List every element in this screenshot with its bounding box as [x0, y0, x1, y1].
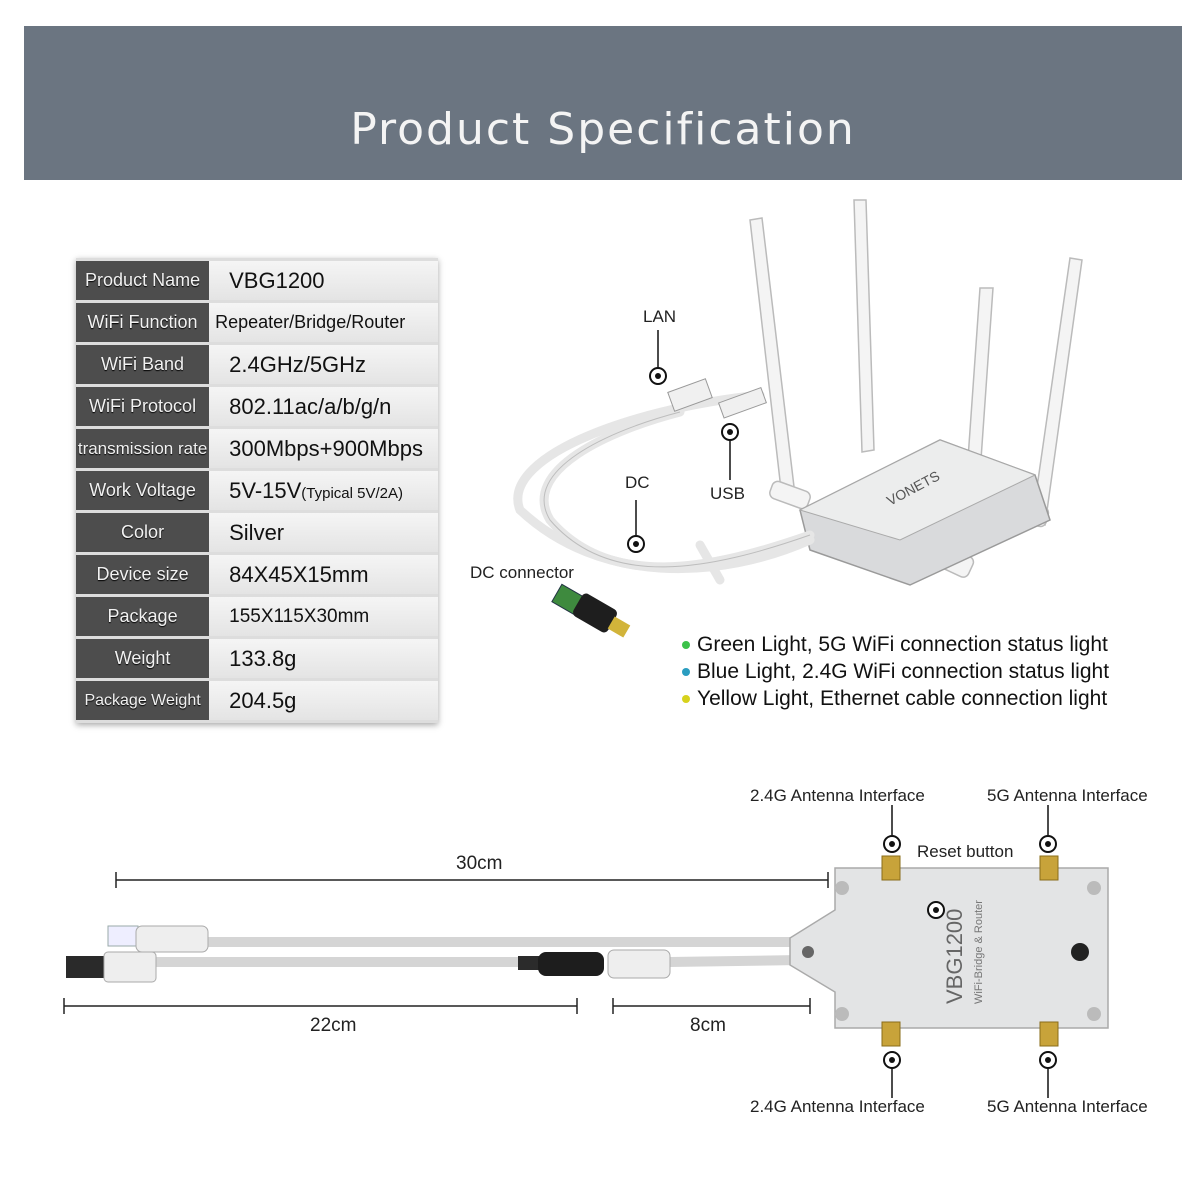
spec-label: WiFi Protocol	[76, 387, 210, 426]
legend-blue: Blue Light, 2.4G WiFi connection status …	[682, 660, 1109, 684]
spec-label: Color	[76, 513, 210, 552]
reset-button-label: Reset button	[917, 842, 1014, 861]
spec-value: 204.5g	[209, 681, 438, 720]
spec-label: Package	[76, 597, 210, 636]
spec-label: Weight	[76, 639, 210, 678]
antenna-label-bottom-left: 2.4G Antenna Interface	[750, 1097, 925, 1116]
dc-connector	[551, 583, 631, 638]
board-model: VBG1200	[942, 909, 967, 1004]
page-title: Product Specification	[350, 104, 856, 155]
length-left: 22cm	[310, 1015, 357, 1036]
antenna-label-bottom-right: 5G Antenna Interface	[987, 1097, 1148, 1116]
spec-value: Repeater/Bridge/Router	[209, 303, 438, 342]
header-banner: Product Specification	[24, 26, 1182, 180]
dimension-diagram: VBG1200 WiFi-Bridge & Router	[63, 805, 1109, 1098]
device-callouts	[627, 330, 739, 553]
cable-lines	[66, 925, 801, 983]
spec-label: Work Voltage	[76, 471, 210, 510]
spec-value: 5V-15V(Typical 5V/2A)	[209, 471, 438, 510]
spec-value: 802.11ac/a/b/g/n	[209, 387, 438, 426]
router-body: VONETS	[798, 439, 1051, 586]
spec-label: Product Name	[76, 261, 210, 300]
spec-label: WiFi Band	[76, 345, 210, 384]
dimension-lines	[63, 872, 829, 1014]
spec-value: VBG1200	[209, 261, 438, 300]
legend-text: Yellow Light, Ethernet cable connection …	[697, 687, 1108, 710]
voltage-note: (Typical 5V/2A)	[301, 484, 404, 502]
spec-value: 84X45X15mm	[209, 555, 438, 594]
usb-label: USB	[710, 484, 745, 503]
spec-value: Silver	[209, 513, 438, 552]
yellow-dot-icon	[682, 695, 690, 704]
usb-plug	[717, 386, 767, 419]
legend-yellow: Yellow Light, Ethernet cable connection …	[682, 687, 1107, 711]
spec-value: 155X115X30mm	[209, 597, 438, 636]
dc-label: DC	[625, 473, 650, 492]
spec-label: transmission rate	[76, 429, 210, 468]
spec-label: Package Weight	[76, 681, 210, 720]
router-board: VBG1200 WiFi-Bridge & Router	[789, 855, 1109, 1047]
blue-dot-icon	[682, 668, 690, 677]
lan-plug	[667, 378, 713, 412]
length-total: 30cm	[456, 853, 503, 874]
voltage-value: 5V-15V	[229, 477, 302, 503]
spec-value: 300Mbps+900Mbps	[209, 429, 438, 468]
dc-plug	[518, 956, 540, 970]
board-callouts	[883, 805, 1057, 1098]
spec-label: WiFi Function	[76, 303, 210, 342]
length-right: 8cm	[690, 1015, 726, 1036]
legend-green: Green Light, 5G WiFi connection status l…	[682, 633, 1108, 657]
antenna-label-top-left: 2.4G Antenna Interface	[750, 786, 925, 805]
antenna-label-top-right: 5G Antenna Interface	[987, 786, 1148, 805]
spec-value: 133.8g	[209, 639, 438, 678]
router-illustration: VONETS	[513, 199, 1083, 638]
legend-text: Blue Light, 2.4G WiFi connection status …	[697, 660, 1110, 683]
board-subtitle: WiFi-Bridge & Router	[973, 900, 985, 1004]
legend-text: Green Light, 5G WiFi connection status l…	[697, 633, 1108, 656]
spec-value: 2.4GHz/5GHz	[209, 345, 438, 384]
green-dot-icon	[682, 641, 690, 650]
dc-connector-label: DC connector	[470, 563, 574, 582]
lan-plug	[107, 925, 139, 947]
spec-label: Device size	[76, 555, 210, 594]
usb-plug	[66, 956, 108, 978]
lan-label: LAN	[643, 307, 677, 326]
